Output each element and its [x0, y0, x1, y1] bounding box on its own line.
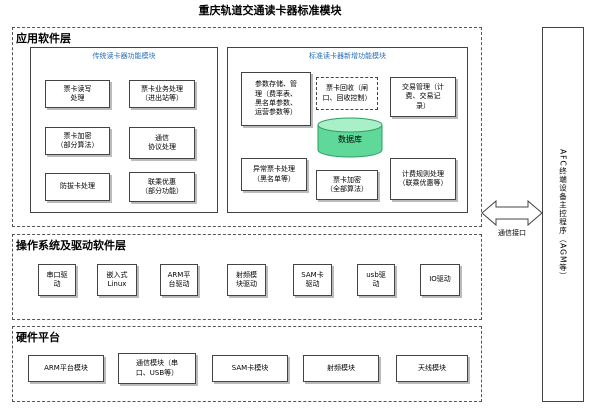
hw-layer-title: 硬件平台	[16, 331, 60, 344]
standard-module-title: 标准读卡器新增功能模块	[309, 52, 386, 60]
legacy-box-encrypt: 票卡加密 （部分算法）	[45, 127, 110, 155]
legacy-box-card-rw: 票卡读写 处理	[45, 80, 110, 108]
legacy-box-transfer-discount: 联乘优惠 （部分功能）	[129, 172, 195, 202]
hw-box-antenna: 天线模块	[396, 355, 468, 382]
os-box-rf-driver: 射频模 块驱动	[227, 264, 266, 296]
os-box-sam-driver: SAM卡 驱动	[293, 264, 332, 296]
full-encrypt-box: 票卡加密 （全部算法）	[316, 170, 378, 200]
standard-module-group	[227, 47, 468, 213]
os-box-serial-driver: 串口驱 动	[38, 264, 76, 296]
os-box-io-driver: IO驱动	[420, 264, 460, 296]
legacy-box-business: 票卡业务处理 （进出站等）	[129, 80, 195, 108]
hw-box-sam: SAM卡模块	[212, 355, 288, 382]
app-layer-title: 应用软件层	[16, 32, 71, 45]
diagram-title: 重庆轨道交通读卡器标准模块	[198, 4, 342, 17]
database-label: 数据库	[338, 135, 362, 144]
os-layer	[12, 234, 482, 320]
os-box-arm-driver: ARM平 台驱动	[160, 264, 198, 296]
os-layer-title: 操作系统及驱动软件层	[16, 239, 126, 252]
abnormal-card-box: 异常票卡处理 （黑名单等）	[241, 158, 307, 191]
card-recycle-box: 票卡回收（闸 口、回收控制）	[316, 77, 378, 110]
trade-management-box: 交易管理（计 费、交易记 录）	[390, 77, 456, 117]
agm-label: AFC终端设备主控程序（AGM等）	[558, 148, 568, 281]
legacy-box-protocol: 通信 协议处理	[129, 127, 195, 159]
param-storage-box: 参数存储、管 理（费率表、 黑名单参数、 运营参数等）	[241, 72, 311, 126]
hw-layer	[12, 326, 482, 402]
billing-rule-box: 计费规则处理 （联乘优惠等）	[390, 158, 456, 200]
comm-double-arrow	[481, 199, 543, 227]
os-box-embedded-linux: 嵌入式 Linux	[97, 264, 137, 296]
app-layer	[12, 27, 482, 227]
agm-box: AFC终端设备主控程序（AGM等）	[542, 27, 584, 402]
os-box-usb-driver: usb驱 动	[357, 264, 395, 296]
database-icon	[317, 117, 383, 158]
hw-box-rf: 射频模块	[303, 355, 379, 382]
legacy-box-anti-pull: 防拔卡处理	[45, 173, 110, 201]
hw-box-arm: ARM平台模块	[28, 355, 104, 382]
legacy-module-title: 传统读卡器功能模块	[92, 52, 156, 60]
comm-interface-label: 通信接口	[498, 229, 526, 237]
legacy-module-group	[30, 47, 218, 213]
hw-box-comm: 通信模块（串 口、USB等）	[118, 353, 196, 384]
